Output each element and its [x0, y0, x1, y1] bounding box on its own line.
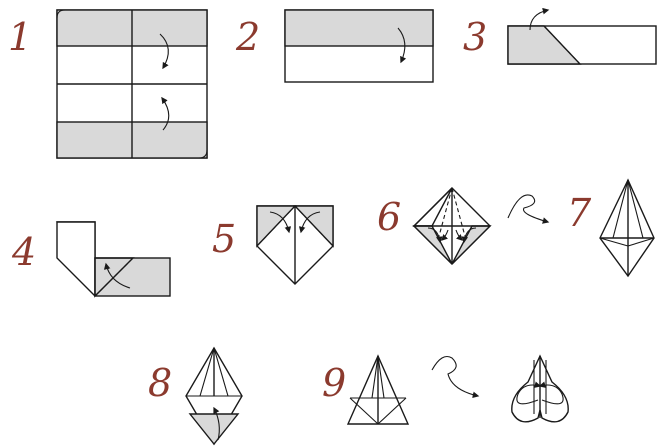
step-number: 4 — [11, 230, 36, 274]
step-number: 8 — [148, 361, 172, 405]
fold-up-arrow — [213, 406, 220, 441]
step-3: 3 — [463, 7, 657, 65]
fold-left-corner-arrow — [269, 211, 292, 234]
step-8-figure — [185, 346, 243, 446]
fold-corner-arrow — [103, 262, 131, 289]
step-7: 7 — [567, 178, 655, 278]
fold-right-arrow — [538, 381, 564, 405]
fold-right-corner-arrow — [298, 211, 321, 234]
fold-left-arrow — [516, 381, 542, 405]
fold-up-arrow — [161, 96, 170, 131]
fold-corner-arrow — [529, 7, 550, 31]
step-number: 2 — [235, 15, 260, 59]
step-4-figure — [55, 221, 171, 298]
fold-down-arrow — [159, 33, 169, 70]
step-number: 9 — [322, 361, 346, 405]
step-number: 7 — [567, 191, 592, 235]
step-6-figure — [412, 187, 492, 265]
step-9-figure — [346, 354, 410, 425]
step-9: 9 — [322, 354, 569, 425]
step-8: 8 — [148, 346, 243, 446]
step-7-figure — [599, 178, 655, 278]
step-number: 1 — [8, 15, 32, 59]
fold-down-arrow — [397, 27, 407, 64]
step-2: 2 — [235, 9, 434, 83]
step-6: 6 — [377, 187, 550, 265]
step-5-figure — [256, 205, 334, 285]
step-2-figure — [284, 9, 434, 83]
step-number: 5 — [212, 217, 236, 261]
turn-over-arrow — [431, 355, 480, 399]
turn-over-arrow — [507, 194, 550, 224]
finished-model-figure — [511, 354, 569, 423]
step-3-figure — [507, 7, 657, 65]
step-1: 1 — [8, 9, 208, 159]
step-number: 3 — [463, 15, 487, 59]
step-1-figure — [56, 9, 208, 159]
step-4: 4 — [11, 221, 171, 298]
step-number: 6 — [377, 195, 401, 239]
step-5: 5 — [212, 205, 334, 285]
